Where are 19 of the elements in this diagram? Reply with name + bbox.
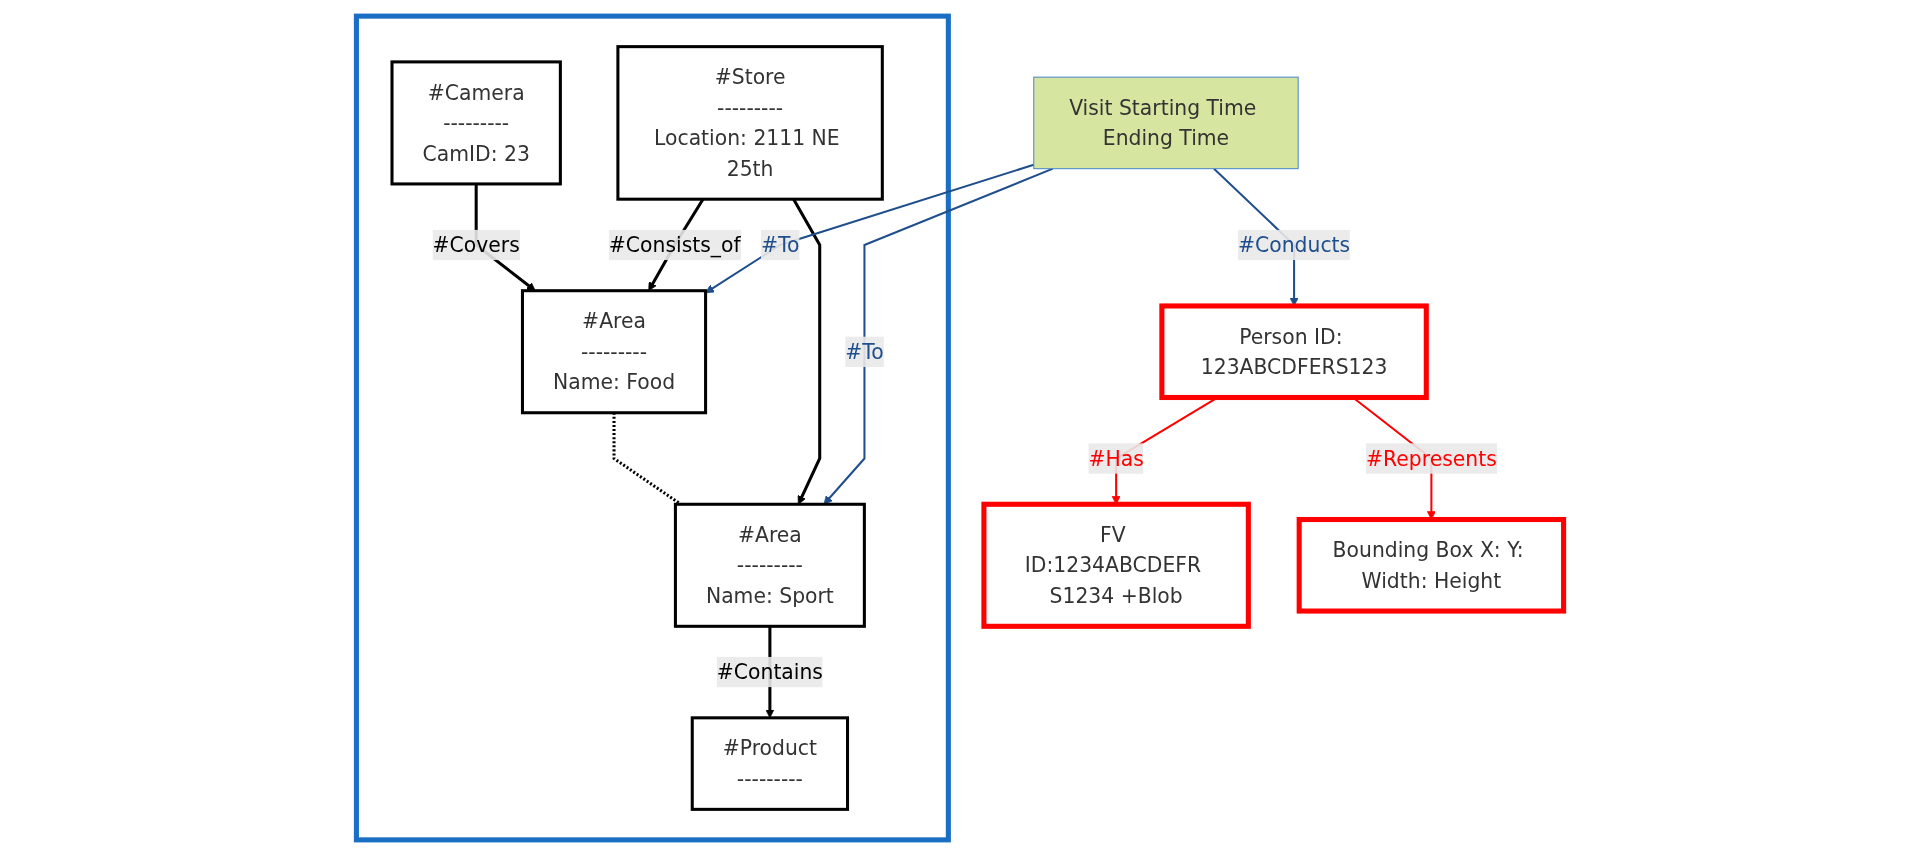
edge-label: #Covers xyxy=(432,232,520,258)
node-box: Person ID: 123ABCDFERS123 xyxy=(1159,303,1429,401)
edge-label: #To xyxy=(760,232,800,258)
edge-label: #Contains xyxy=(716,659,823,685)
edge-label: #Represents xyxy=(1366,446,1497,471)
node-box: Bounding Box X: Y: Width: Height xyxy=(1296,517,1567,614)
node-box: Visit Starting Time Ending Time xyxy=(1033,76,1299,170)
edge-label: #Consists_of xyxy=(608,232,741,258)
edge-label: #To xyxy=(845,339,884,364)
node-box: #Area --------- Name: Sport xyxy=(673,502,866,628)
node-box: FV ID:1234ABCDEFR S1234 +Blob xyxy=(981,501,1251,629)
cluster xyxy=(353,13,951,843)
node-box: #Area --------- Name: Food xyxy=(520,289,708,415)
node-box: #Camera --------- CamID: 23 xyxy=(390,60,562,186)
node-box: #Store --------- Location: 2111 NE 25th xyxy=(616,45,884,201)
arrow xyxy=(823,167,1054,505)
edge-label: #Has xyxy=(1088,446,1144,471)
node-box: #Product --------- xyxy=(690,716,850,811)
edge-label: #Conducts xyxy=(1238,232,1351,258)
